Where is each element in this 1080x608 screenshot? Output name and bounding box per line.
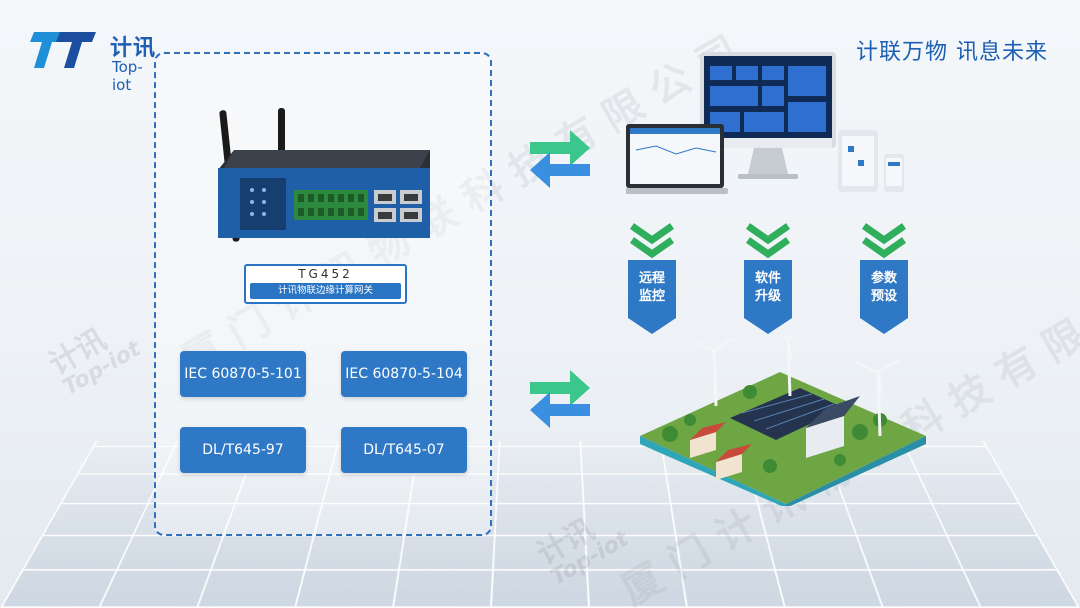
chevron-down-icon <box>861 223 907 259</box>
sync-arrows-icon-2 <box>530 370 590 428</box>
chevron-down-icon <box>745 223 791 259</box>
feature-column-1: 远程监控 <box>628 222 676 334</box>
feature-label-line1: 远程 <box>638 271 665 286</box>
solar-farm-image <box>640 336 926 506</box>
device-model-label: TG452 计讯物联边缘计算网关 <box>244 264 407 304</box>
feature-tag-1[interactable]: 远程监控 <box>628 260 676 334</box>
device-model-name: TG452 <box>298 267 353 281</box>
feature-tag-shape <box>628 260 676 334</box>
gateway-device-image <box>218 108 430 242</box>
sync-arrows-icon <box>530 130 590 188</box>
monitoring-devices-image <box>626 52 904 194</box>
chevron-down-icon <box>629 223 675 259</box>
logo-chinese-text: 计讯 <box>110 36 157 61</box>
logo-english-text: Top-iot <box>112 58 143 94</box>
feature-label-line1: 软件 <box>754 271 781 286</box>
feature-label-line2: 升级 <box>754 289 781 304</box>
feature-tag-shape <box>860 260 908 334</box>
feature-column-3: 参数预设 <box>860 222 908 334</box>
feature-column-2: 软件升级 <box>744 222 792 334</box>
feature-label-line2: 监控 <box>638 289 665 304</box>
device-description: 计讯物联边缘计算网关 <box>250 283 401 299</box>
feature-tag-2[interactable]: 软件升级 <box>744 260 792 334</box>
protocol-dlt645-07-button[interactable]: DL/T645-07 <box>341 427 467 473</box>
feature-tag-3[interactable]: 参数预设 <box>860 260 908 334</box>
feature-label-line2: 预设 <box>870 289 897 304</box>
protocol-iec-104-button[interactable]: IEC 60870-5-104 <box>341 351 467 397</box>
slogan: 计联万物 讯息未来 <box>856 40 1048 65</box>
feature-tag-shape <box>744 260 792 334</box>
protocol-dlt645-97-button[interactable]: DL/T645-97 <box>180 427 306 473</box>
brand-logo: 计讯 Top-iot <box>30 28 160 94</box>
protocol-iec-101-button[interactable]: IEC 60870-5-101 <box>180 351 306 397</box>
feature-label-line1: 参数 <box>870 271 897 286</box>
top-iot-logo-icon <box>30 32 96 68</box>
